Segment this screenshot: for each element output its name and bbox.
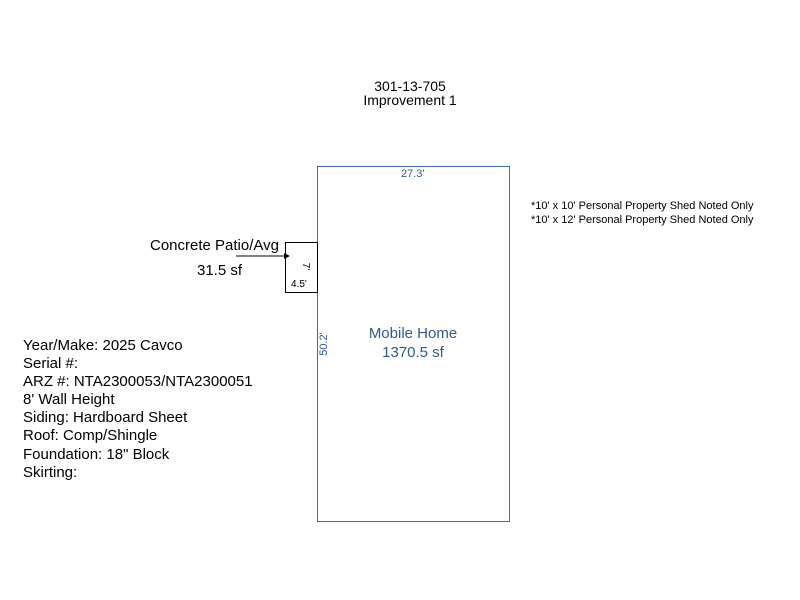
detail-siding: Siding: Hardboard Sheet (23, 409, 188, 427)
improvement-label: Improvement 1 (363, 92, 457, 108)
detail-roof: Roof: Comp/Shingle (23, 427, 158, 445)
mobile-home-width-dimension: 27.3' (401, 168, 425, 180)
patio-label: Concrete Patio/Avg (150, 237, 279, 254)
detail-serial: Serial #: (23, 355, 79, 373)
detail-wall-height: 8' Wall Height (23, 391, 115, 409)
shed-note-1: *10' x 10' Personal Property Shed Noted … (531, 200, 754, 212)
detail-foundation: Foundation: 18" Block (23, 445, 170, 463)
mobile-home-area: 1370.5 sf (382, 344, 444, 361)
shed-note-2: *10' x 12' Personal Property Shed Noted … (531, 214, 754, 226)
mobile-home-label: Mobile Home (368, 325, 458, 342)
patio-area: 31.5 sf (197, 262, 243, 279)
patio-width-dimension: 4.5' (291, 279, 307, 290)
detail-skirting: Skirting: (23, 463, 78, 481)
patio-outline (285, 242, 318, 293)
detail-year-make: Year/Make: 2025 Cavco (23, 337, 183, 354)
patio-depth-dimension: 7' (300, 262, 312, 271)
parcel-id: 301-13-705 (374, 78, 446, 94)
detail-arz: ARZ #: NTA2300053/NTA2300051 (23, 373, 253, 391)
mobile-home-outline (317, 166, 510, 522)
patio-leader-arrow (236, 253, 290, 259)
mobile-home-length-dimension: 50.2' (317, 332, 330, 356)
improvement-details: Year/Make: 2025 Cavco Serial #: ARZ #: N… (23, 337, 253, 482)
